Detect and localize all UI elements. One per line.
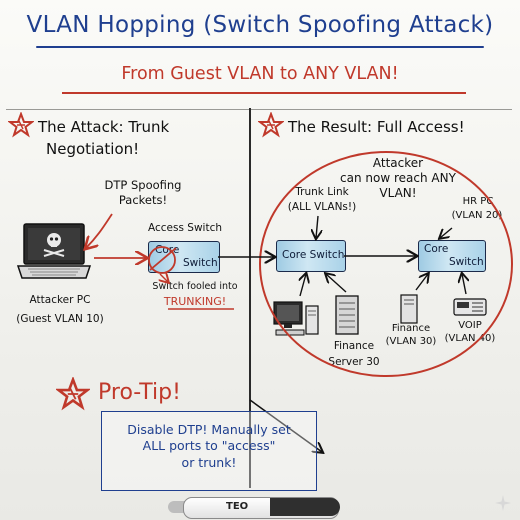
access-switch-label: Access Switch	[148, 222, 222, 234]
sparkle-icon	[495, 495, 511, 511]
star-icon	[258, 112, 284, 138]
marker-tip	[168, 501, 186, 513]
result-heading: The Result: Full Access!	[288, 118, 465, 136]
voip-label-line1: VOIP	[458, 320, 482, 331]
finance-label-line1: Finance	[391, 323, 431, 334]
dtp-label-line2: Packets!	[118, 193, 168, 207]
reach-label-line2: can now reach ANY	[340, 171, 456, 185]
finance-label-line2: (VLAN 30)	[385, 336, 437, 347]
pro-tip-line3: or trunk!	[181, 454, 237, 470]
horizontal-divider	[6, 109, 512, 110]
marker-cap	[270, 498, 340, 516]
fooled-label-line2: TRUNKING!	[163, 295, 227, 308]
core-switch-label: Core Switch	[282, 249, 345, 261]
server-label-line2: Server 30	[328, 356, 380, 368]
trunk-label-line2: (ALL VLANs!)	[287, 201, 357, 213]
hr-pc-label-line2: (VLAN 20)	[451, 210, 503, 221]
access-switch-text-bottom: Switch	[183, 257, 218, 269]
core-switch-2: Core Switch	[418, 240, 486, 272]
diagram-title: VLAN Hopping (Switch Spoofing Attack)	[26, 12, 494, 38]
core-switch: Core Switch	[276, 240, 346, 272]
dtp-label-line1: DTP Spoofing	[104, 178, 182, 192]
star-icon	[8, 112, 34, 138]
star-icon	[56, 377, 90, 411]
pro-tip-line2: ALL ports to "access"	[142, 438, 276, 454]
attacker-laptop-icon	[16, 223, 92, 279]
fooled-label-line1: Switch fooled into	[152, 281, 238, 292]
voip-phone-icon	[453, 298, 487, 316]
server-label-line1: Finance	[333, 340, 375, 352]
hr-pc-label-line1: HR PC	[462, 196, 494, 207]
marker-brand: TEO	[226, 501, 249, 512]
vertical-divider	[249, 108, 251, 488]
core-switch-2-text-top: Core	[424, 243, 449, 255]
attack-heading-line2: Negotiation!	[46, 140, 140, 158]
attacker-label-line1: Attacker PC	[29, 294, 91, 306]
title-underline	[36, 46, 484, 48]
voip-label-line2: (VLAN 40)	[444, 333, 496, 344]
finance-pc-icon	[400, 294, 418, 324]
access-switch: Core Switch	[148, 241, 220, 273]
attack-heading-line1: The Attack: Trunk	[38, 118, 170, 136]
trunk-label-line1: Trunk Link	[295, 186, 349, 198]
pro-tip-box: Disable DTP! Manually set ALL ports to "…	[101, 411, 317, 491]
pro-tip-heading: Pro-Tip!	[98, 380, 181, 405]
access-switch-text-top: Core	[155, 244, 180, 256]
attacker-label-line2: (Guest VLAN 10)	[16, 313, 104, 325]
desktop-pc-icon	[273, 301, 319, 336]
pro-tip-line1: Disable DTP! Manually set	[127, 422, 291, 437]
subtitle-underline	[62, 92, 466, 94]
reach-label-line1: Attacker	[372, 156, 424, 170]
server-icon	[335, 295, 359, 335]
core-switch-2-text-bottom: Switch	[449, 256, 484, 268]
diagram-subtitle: From Guest VLAN to ANY VLAN!	[121, 64, 399, 84]
